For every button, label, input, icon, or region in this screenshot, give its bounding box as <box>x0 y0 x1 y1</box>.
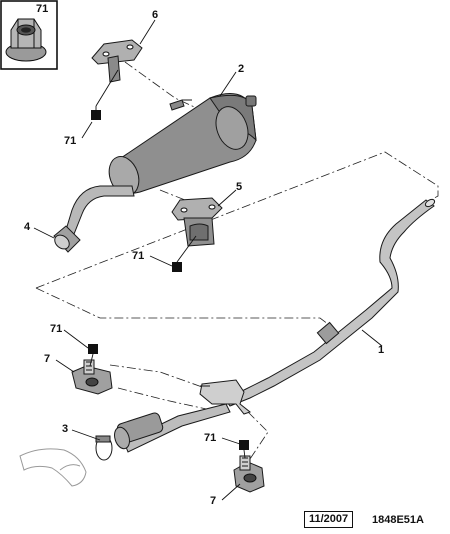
front-pipe <box>114 403 231 453</box>
flange-nut-icon <box>5 18 47 62</box>
callout-3: 3 <box>62 423 68 435</box>
leader-lines <box>33 19 383 501</box>
muffler-bracket-upper <box>91 39 143 83</box>
callout-7-a: 7 <box>44 353 50 365</box>
callout-71-a: 71 <box>64 135 76 147</box>
callout-5: 5 <box>236 181 242 193</box>
diagram-reference-code: 1848E51A <box>372 514 424 526</box>
callout-7-b: 7 <box>210 495 216 507</box>
callout-2: 2 <box>238 63 244 75</box>
nut-inset <box>0 0 58 70</box>
revision-date: 11/2007 <box>304 511 354 528</box>
tailpipe-trim <box>53 225 81 253</box>
rear-muffler <box>65 93 257 235</box>
callout-4: 4 <box>24 221 31 233</box>
callout-71-d: 71 <box>204 432 216 444</box>
callout-1: 1 <box>378 344 384 356</box>
rubber-mount-left <box>71 359 113 395</box>
nut-marker <box>88 344 98 354</box>
muffler-bracket-lower <box>171 197 223 247</box>
callout-6: 6 <box>152 9 158 21</box>
nut-marker <box>239 440 249 450</box>
callout-71-inset: 71 <box>36 3 48 15</box>
manifold-outline <box>19 448 87 487</box>
callout-71-b: 71 <box>132 250 144 262</box>
intermediate-pipe <box>199 198 436 415</box>
callout-71-c: 71 <box>50 323 62 335</box>
nut-marker <box>172 262 182 272</box>
rubber-mount-right <box>233 455 265 493</box>
